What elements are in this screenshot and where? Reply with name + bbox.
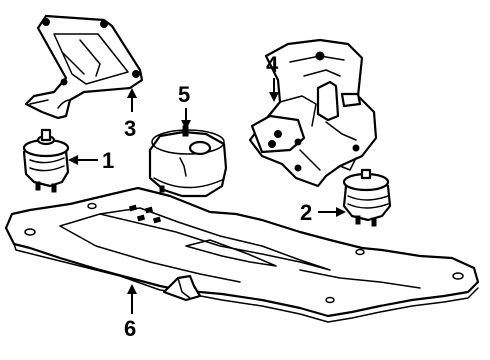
callout-2: 2	[300, 200, 346, 225]
callout-5: 5	[178, 82, 191, 130]
callout-4: 4	[266, 52, 279, 102]
bracket-left-part	[24, 14, 144, 120]
callout-3: 3	[124, 88, 137, 141]
callout-label-3: 3	[124, 116, 136, 141]
callout-label-1: 1	[102, 148, 114, 173]
callout-6: 6	[124, 284, 137, 341]
callout-label-4: 4	[266, 52, 279, 77]
callout-1: 1	[68, 148, 114, 173]
callout-label-6: 6	[124, 316, 136, 341]
callout-label-5: 5	[178, 82, 190, 107]
engine-mount-center-part	[148, 125, 228, 198]
engine-mount-left-part	[22, 128, 70, 193]
crossmember-part	[4, 186, 480, 323]
callout-label-2: 2	[300, 200, 312, 225]
engine-mount-right-part	[342, 168, 392, 227]
bracket-right-part	[248, 38, 378, 188]
